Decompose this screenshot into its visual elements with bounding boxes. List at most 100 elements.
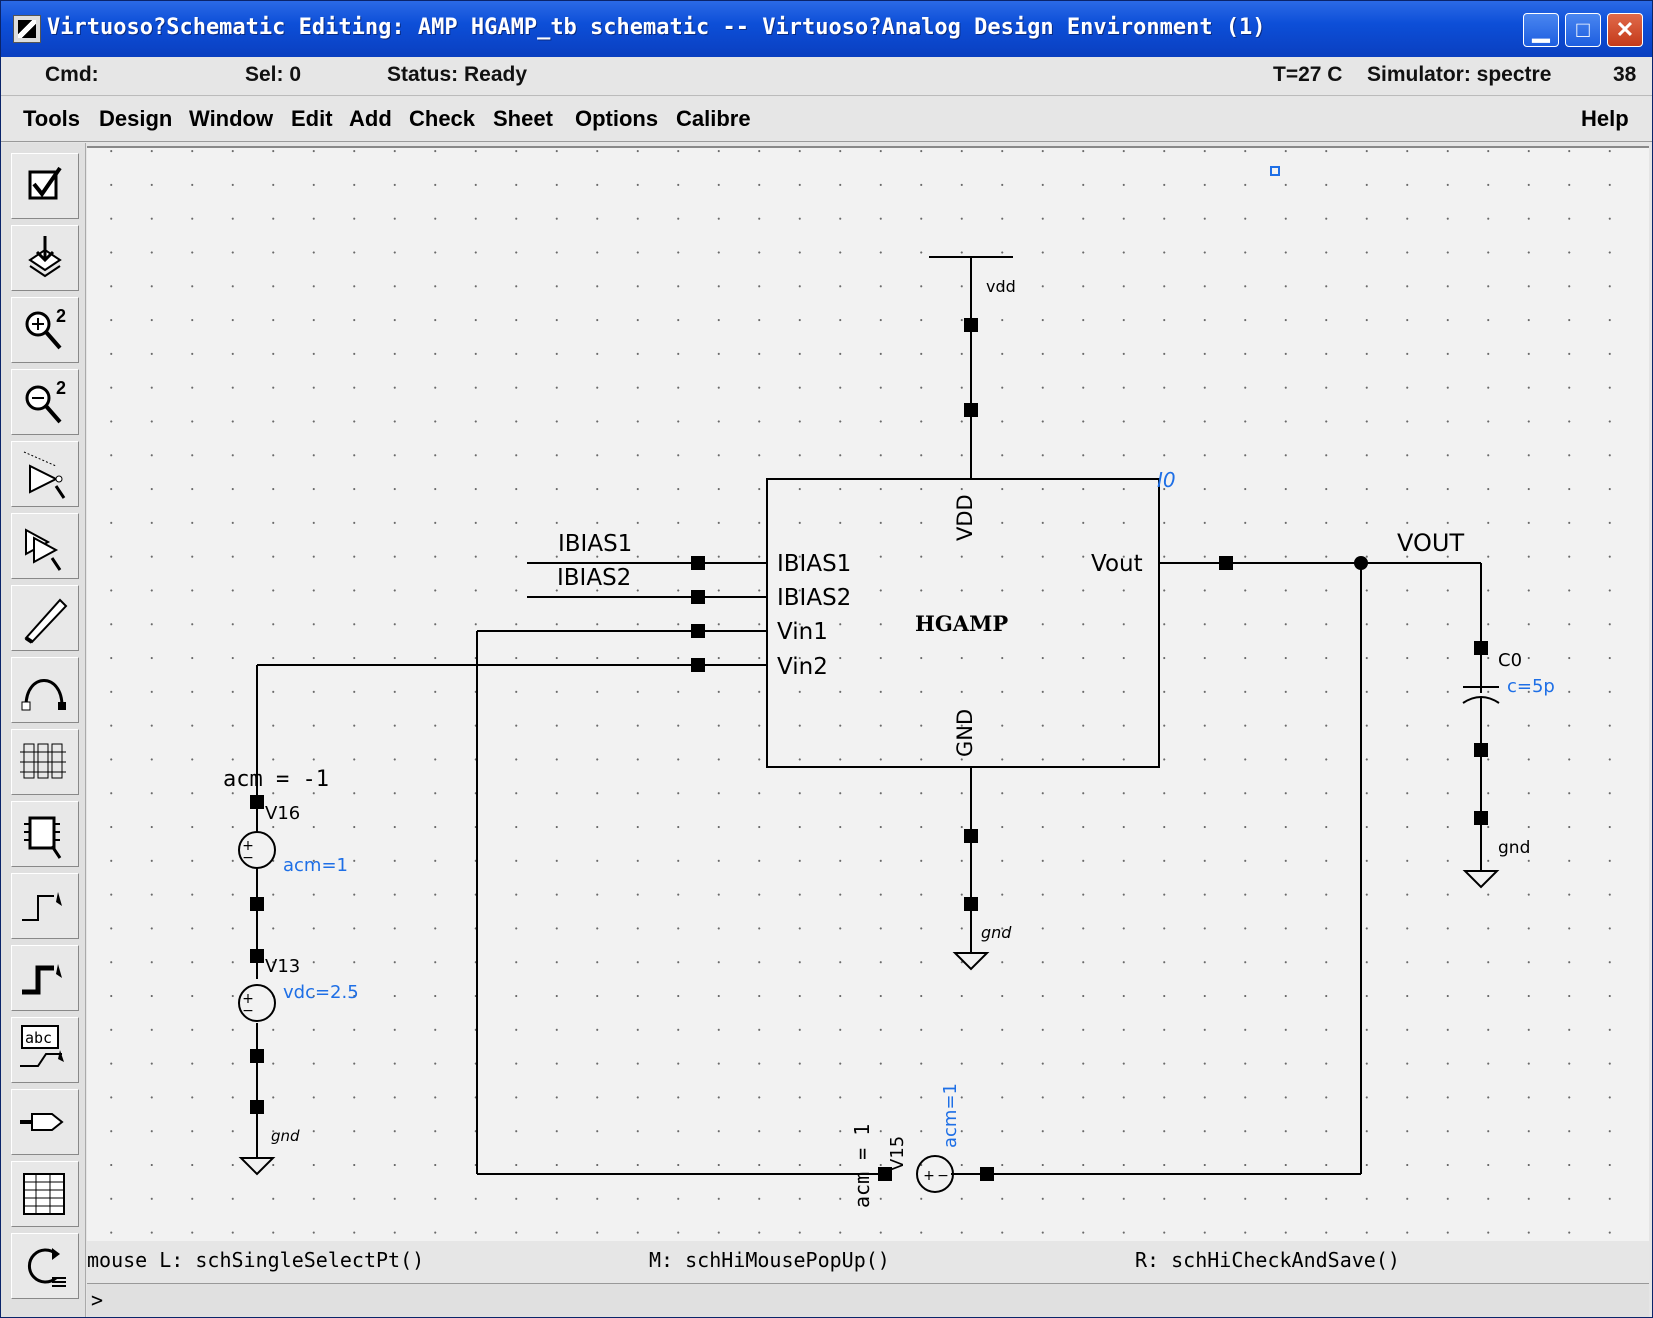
net-ibias2-label: IBIAS2 <box>557 565 631 591</box>
net-gnd-right-label: gnd <box>1498 838 1530 858</box>
cmd-label: Cmd: <box>45 63 99 86</box>
v16-name: V16 <box>265 803 300 824</box>
net-gnd-left-label: gnd <box>271 1127 300 1145</box>
pin-button[interactable] <box>11 1089 79 1155</box>
v15-annotation: acm = 1 <box>850 1124 874 1208</box>
zoom-out-button[interactable]: 2 <box>11 369 79 435</box>
status-text: Status: Ready <box>387 63 528 86</box>
close-icon: ✕ <box>1615 17 1635 42</box>
menu-tools[interactable]: Tools <box>23 106 81 131</box>
repeat-icon <box>27 1248 66 1287</box>
menu-sheet[interactable]: Sheet <box>493 106 553 131</box>
stretch-icon <box>23 451 66 499</box>
svg-text:+: + <box>923 1168 935 1184</box>
block-name-label: HGAMP <box>915 611 1008 636</box>
descend-button[interactable] <box>11 225 79 291</box>
pin-vin2-label: Vin2 <box>777 654 828 680</box>
property-button[interactable] <box>11 801 79 867</box>
menu-options[interactable]: Options <box>575 106 659 131</box>
v15-source-symbol[interactable] <box>916 1155 954 1193</box>
status-bar: Cmd: Sel: 0 Status: Ready T=27 C Simulat… <box>1 57 1652 96</box>
c0-name: C0 <box>1498 650 1522 671</box>
mouse-left-hint: mouse L: schSingleSelectPt() <box>87 1248 425 1272</box>
v13-param: vdc=2.5 <box>283 982 359 1003</box>
property-icon <box>24 816 62 859</box>
zoom-out-icon: 2 <box>25 378 66 424</box>
bottom-bar: mouse L: schSingleSelectPt() M: schHiMou… <box>87 1241 1649 1317</box>
wire-wide-icon <box>22 964 62 995</box>
check-and-save-icon <box>28 166 62 200</box>
wire-pencil-icon <box>24 598 68 644</box>
zoom-in-button[interactable]: 2 <box>11 297 79 363</box>
v15-name: V15 <box>887 1136 908 1171</box>
menu-check[interactable]: Check <box>409 106 476 131</box>
minimize-icon: ▁ <box>1532 17 1550 42</box>
wire-wide-button[interactable] <box>11 945 79 1011</box>
title-bar[interactable]: Virtuoso?Schematic Editing: AMP HGAMP_tb… <box>1 1 1652 57</box>
net-gnd-middle-label: gnd <box>981 923 1012 942</box>
check-and-save-button[interactable] <box>11 153 79 219</box>
v15-param: acm=1 <box>940 1083 961 1148</box>
svg-text:+: + <box>242 991 254 1007</box>
simulator-label: Simulator: spectre <box>1367 63 1552 86</box>
pin-gnd-label: GND <box>953 709 977 757</box>
maximize-button[interactable]: □ <box>1565 13 1601 47</box>
copy-button[interactable] <box>11 513 79 579</box>
net-vdd-label: vdd <box>986 277 1016 296</box>
command-prompt[interactable]: > <box>87 1283 1649 1317</box>
pin-ibias2-label: IBIAS2 <box>777 585 851 611</box>
instance-array-button[interactable] <box>11 729 79 795</box>
instance-name-label: I0 <box>1157 468 1176 492</box>
svg-text:abc: abc <box>25 1029 52 1047</box>
app-icon[interactable] <box>13 15 41 43</box>
menu-edit[interactable]: Edit <box>291 106 333 131</box>
menu-design[interactable]: Design <box>99 106 173 131</box>
svg-text:−: − <box>242 850 254 866</box>
window-title: Virtuoso?Schematic Editing: AMP HGAMP_tb… <box>47 15 1266 40</box>
menu-add[interactable]: Add <box>349 106 392 131</box>
stretch-button[interactable] <box>11 441 79 507</box>
v16-param: acm=1 <box>283 855 348 876</box>
delete-button[interactable] <box>11 1161 79 1227</box>
v13-source-symbol[interactable] <box>238 984 276 1022</box>
pin-icon <box>20 1113 64 1131</box>
menu-calibre[interactable]: Calibre <box>676 106 751 131</box>
label-button[interactable]: abc <box>11 1017 79 1083</box>
v13-name: V13 <box>265 956 300 977</box>
mouse-middle-hint: M: schHiMousePopUp() <box>649 1248 890 1272</box>
pin-vin1-label: Vin1 <box>777 619 828 645</box>
schematic-canvas[interactable]: + − + − + − vdd gnd gnd gnd IBIAS1 IBIAS… <box>87 146 1649 1244</box>
copy-icon <box>25 528 62 571</box>
hgamp-block[interactable] <box>766 478 1160 768</box>
maximize-icon: □ <box>1576 17 1590 42</box>
minimize-button[interactable]: ▁ <box>1523 13 1559 47</box>
pin-ibias1-label: IBIAS1 <box>777 551 851 577</box>
schematic-drawing[interactable]: + − + − + − vdd gnd gnd gnd IBIAS1 IBIAS… <box>87 148 1649 1241</box>
undo-button[interactable] <box>11 657 79 723</box>
zoom-in-icon: 2 <box>25 306 66 350</box>
instance-array-icon <box>20 743 66 779</box>
svg-text:2: 2 <box>56 378 66 398</box>
pin-vout-label: Vout <box>1091 551 1143 577</box>
svg-text:2: 2 <box>56 306 66 326</box>
repeat-button[interactable] <box>11 1233 79 1299</box>
wire-pencil-button[interactable] <box>11 585 79 651</box>
c0-param: c=5p <box>1507 676 1555 697</box>
status-count: 38 <box>1613 63 1637 86</box>
net-vout-label: VOUT <box>1397 529 1464 557</box>
wire-narrow-icon <box>22 892 62 921</box>
svg-text:−: − <box>937 1168 949 1184</box>
svg-text:−: − <box>242 1003 254 1019</box>
close-button[interactable]: ✕ <box>1607 13 1643 47</box>
temperature: T=27 C <box>1273 63 1343 86</box>
menu-window[interactable]: Window <box>189 106 274 131</box>
wire-narrow-button[interactable] <box>11 873 79 939</box>
menu-bar: Tools Design Window Edit Add Check Sheet… <box>1 97 1652 142</box>
pin-vdd-label: VDD <box>953 494 977 541</box>
delete-icon <box>23 1173 65 1215</box>
label-abc-icon: abc <box>20 1025 64 1067</box>
menu-help[interactable]: Help <box>1581 106 1629 131</box>
mouse-right-hint: R: schHiCheckAndSave() <box>1135 1248 1400 1272</box>
descend-icon <box>28 236 62 278</box>
